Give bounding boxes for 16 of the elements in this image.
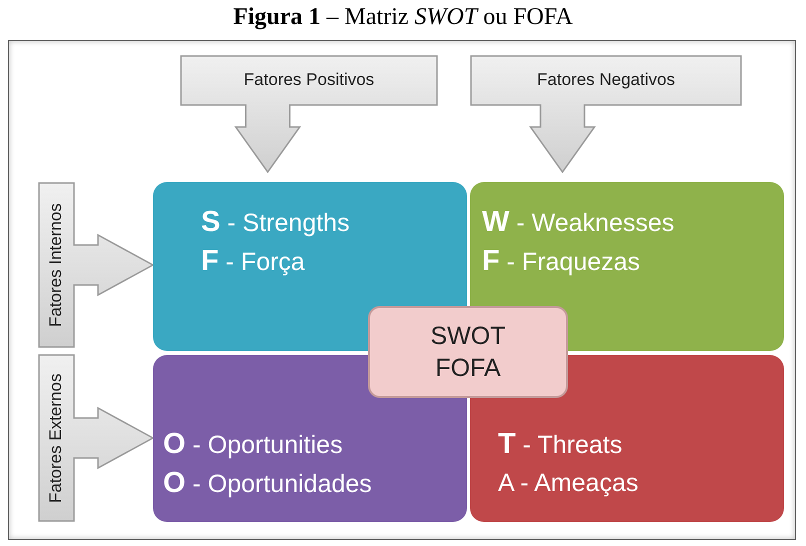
figure-title: Figura 1 – Matriz SWOT ou FOFA xyxy=(232,4,574,31)
quadrant-text: T - Threats xyxy=(498,427,624,462)
center-label: SWOT xyxy=(430,321,506,352)
quadrant-text: F - Fraquezas xyxy=(482,244,642,278)
quadrant-text: O - Oportunities xyxy=(163,426,344,462)
quadrant-text: F - Força xyxy=(201,244,306,278)
center-label: FOFA xyxy=(435,353,501,384)
factor-heading: Fatores Externos xyxy=(45,372,66,505)
quadrant-text: S - Strengths xyxy=(201,204,351,240)
factor-heading: Fatores Positivos xyxy=(242,69,376,91)
quadrant-text: W - Weaknesses xyxy=(482,204,676,240)
quadrant-text: O - Oportunidades xyxy=(163,466,373,500)
factor-heading: Fatores Negativos xyxy=(536,69,676,91)
center-panel xyxy=(368,306,568,398)
factor-heading: Fatores Internos xyxy=(45,202,66,329)
quadrant-text: A - Ameaças xyxy=(498,468,640,499)
